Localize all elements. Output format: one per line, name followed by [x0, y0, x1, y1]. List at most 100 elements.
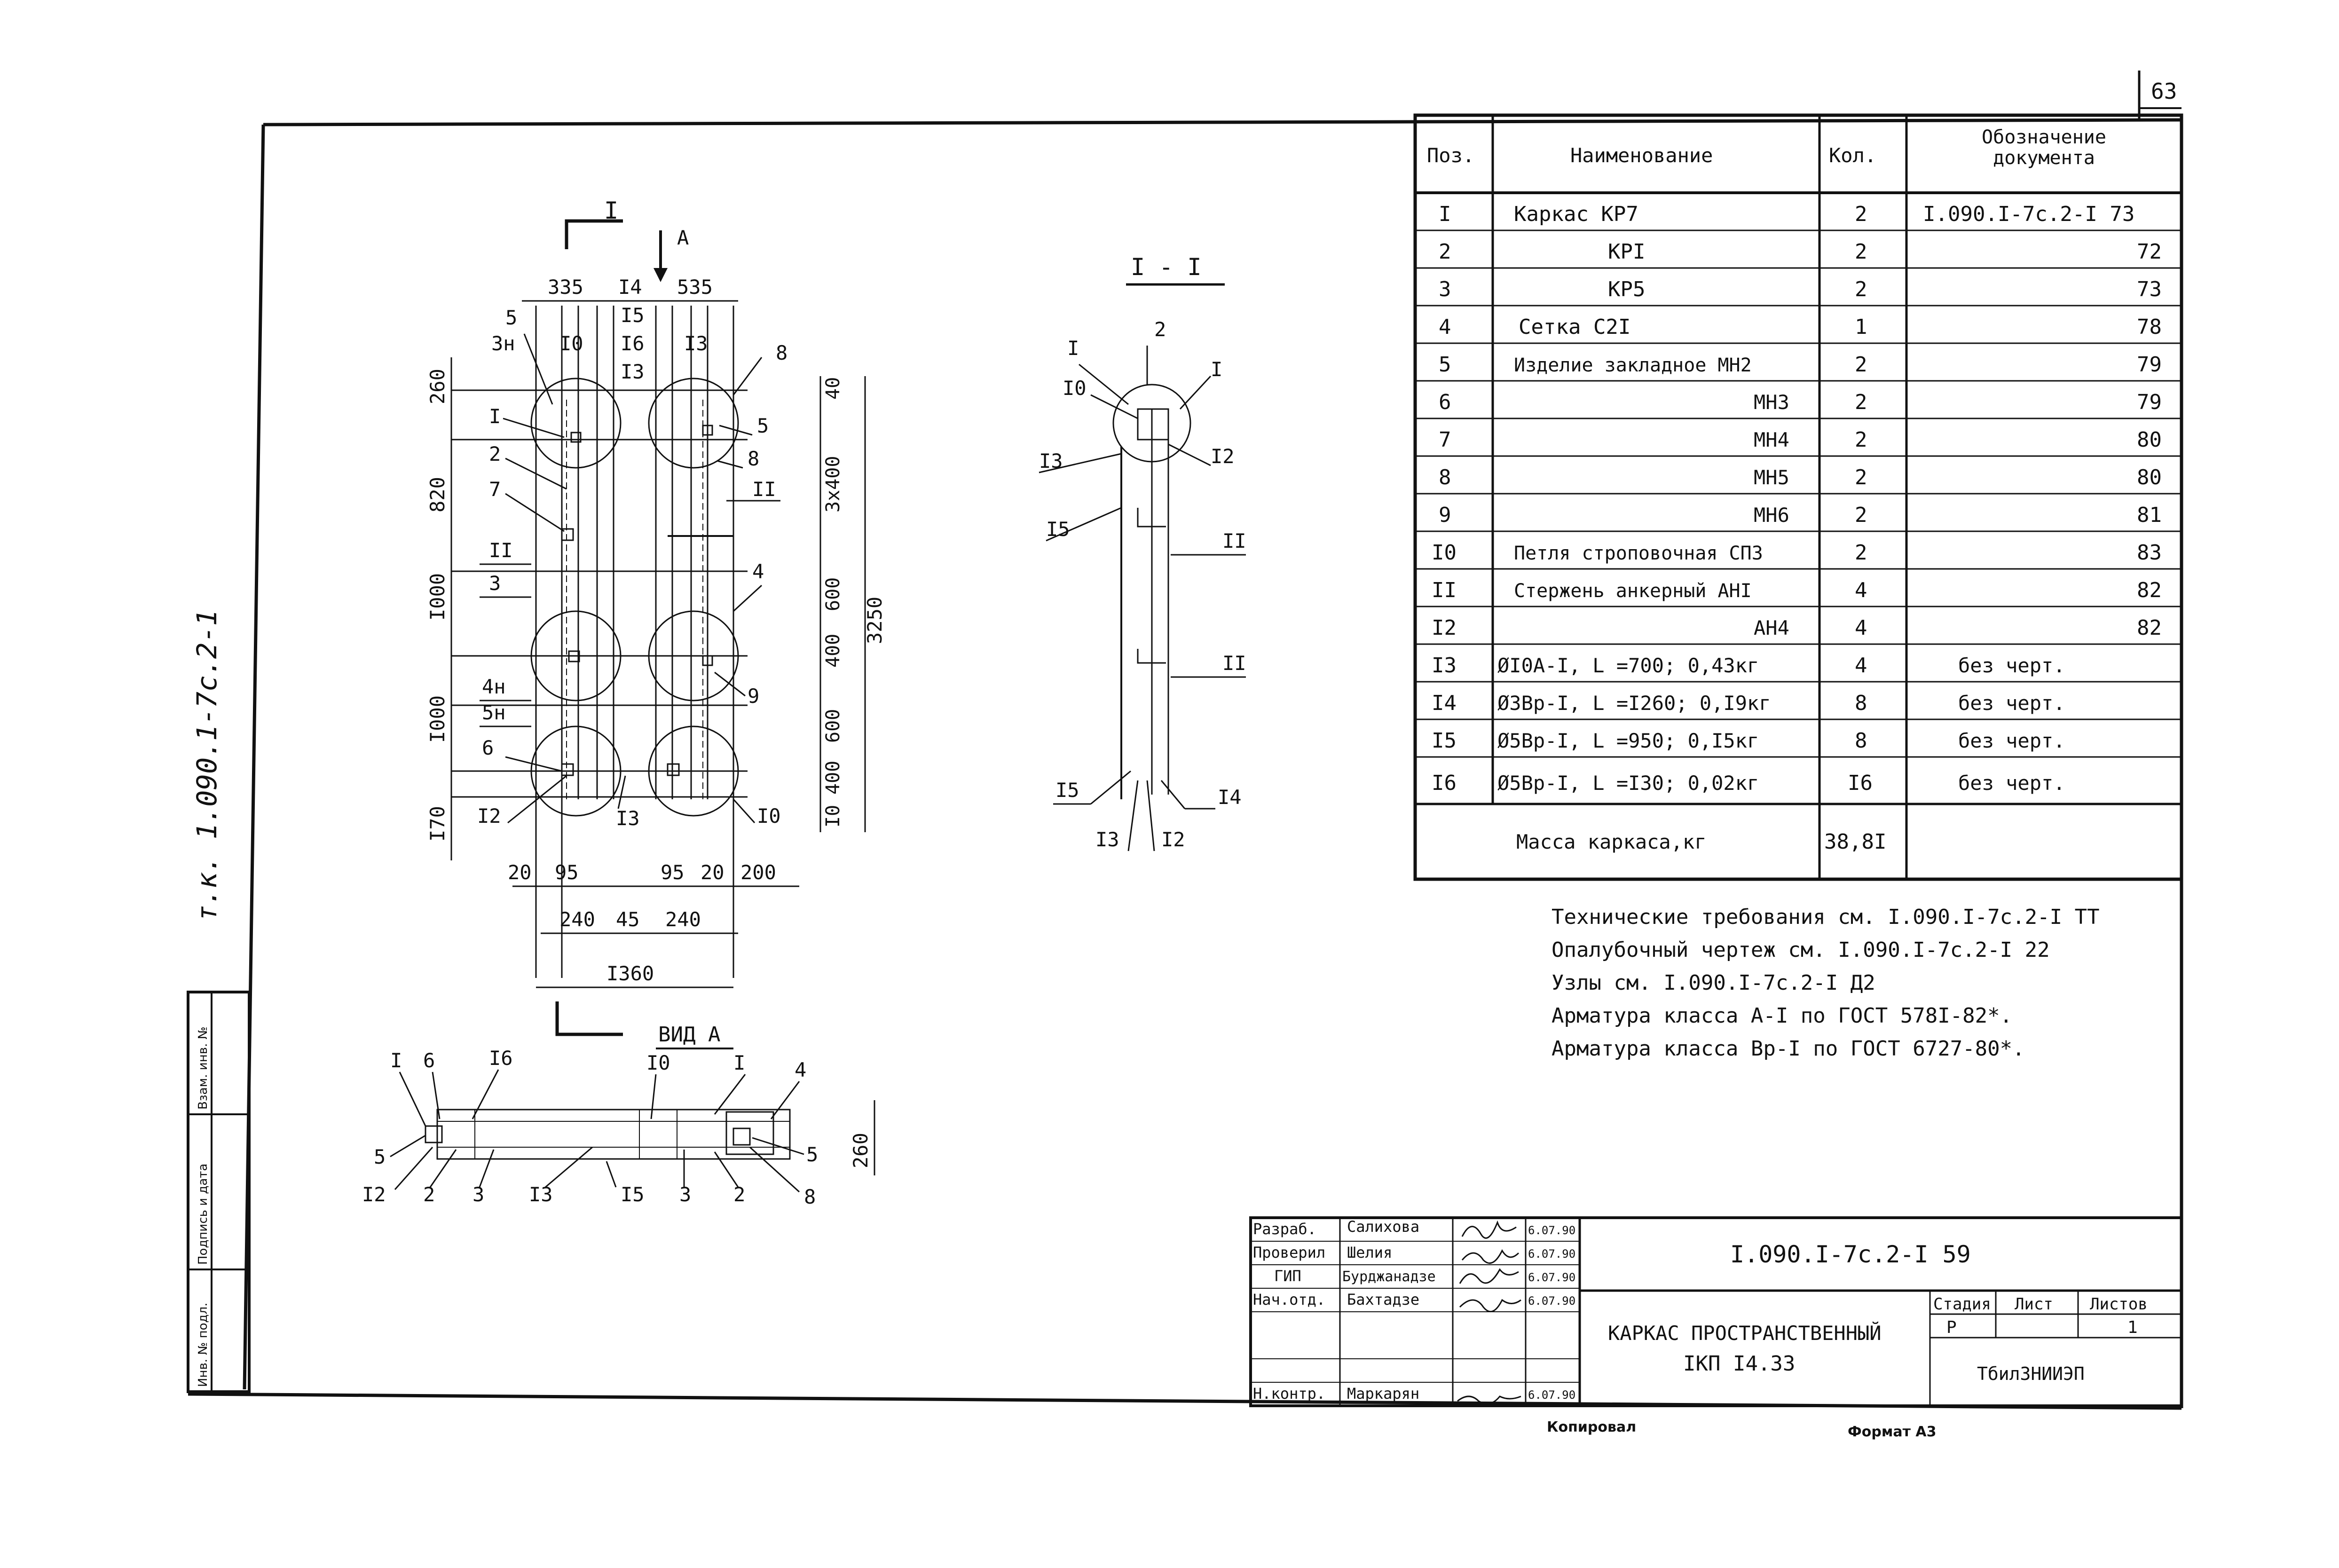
header-pos: Поз.	[1427, 144, 1474, 167]
note-line: Арматура класса А-I по ГОСТ 578I-82*.	[1551, 1004, 2012, 1028]
callout-label: 5н	[482, 701, 506, 724]
table-row-name: Ø3Вр-I, L =I260; 0,I9кг	[1497, 692, 1771, 715]
view-a-top-label: I	[390, 1049, 402, 1072]
table-row-pos: I	[1439, 202, 1451, 226]
table-row-name: МН4	[1754, 428, 1789, 451]
bottom-dim: 240	[559, 908, 595, 931]
table-row-qty: 2	[1855, 428, 1867, 452]
side-label-sign: Подпись и дата	[196, 1164, 210, 1265]
side-stamp-code: т.к. 1.090.1-7с.2-1	[191, 610, 223, 922]
table-row-doc: без черт.	[1958, 772, 2065, 795]
bottom-dim: 45	[616, 908, 640, 931]
callout-label: I	[489, 405, 501, 428]
callout-label: 2	[489, 442, 501, 465]
view-a-bottom-label: 2	[733, 1183, 745, 1206]
table-row-doc: 81	[2137, 503, 2162, 527]
mass-label: Масса каркаса,кг	[1516, 830, 1707, 853]
section-label: I	[1211, 358, 1222, 381]
left-dim: I000	[426, 695, 449, 743]
stage-header: Листов	[2090, 1295, 2148, 1314]
callout-label: I0	[559, 332, 583, 355]
stage-header: Лист	[2015, 1295, 2053, 1314]
table-row-name: МН5	[1754, 466, 1789, 489]
table-row-pos: I2	[1432, 616, 1457, 640]
table-row-name: Каркас КР7	[1514, 202, 1638, 226]
table-row-doc: 80	[2137, 465, 2162, 489]
right-dim: 3х400	[822, 456, 844, 512]
section-mark-top: I	[604, 197, 618, 224]
section-label: I2	[1211, 445, 1235, 468]
title-block: Разраб. Проверил ГИП Нач.отд. Н.контр. С…	[1249, 1216, 2183, 1407]
view-a-height: 260	[849, 1133, 872, 1168]
view-a-top-label: I6	[489, 1047, 513, 1070]
view-a-top-label: 6	[423, 1049, 435, 1072]
view-a-top-label: I0	[646, 1051, 670, 1074]
title-role: Н.контр.	[1253, 1385, 1325, 1403]
left-dim: I70	[426, 806, 449, 842]
callouts-right: I3 8 5 8 II 4 9 I0	[684, 332, 788, 827]
title-role: Разраб.	[1253, 1220, 1316, 1238]
table-row-pos: 2	[1439, 240, 1451, 264]
table-row-qty: 1	[1855, 315, 1867, 339]
callouts-left: 5 3н I0 I 2 7 II 3 4н 5н 6 I2 I3	[477, 306, 640, 830]
table-row-doc: 73	[2137, 277, 2162, 301]
view-a: ВИД А 260 I 6 I6 I0 I 4 5 I2 2 3 I3	[362, 1023, 875, 1208]
view-a-bottom-label: 3	[473, 1183, 484, 1206]
table-row-qty: 2	[1855, 240, 1867, 264]
view-a-bottom-label: 5	[374, 1145, 386, 1168]
table-row-name: МН6	[1754, 504, 1789, 527]
top-dim: I4	[618, 276, 642, 299]
title-date: 6.07.90	[1528, 1247, 1575, 1261]
table-row-name: Сетка С2I	[1519, 315, 1630, 339]
callout-label: I3	[684, 332, 708, 355]
table-row-doc: без черт.	[1958, 692, 2065, 715]
callout-label: II	[752, 478, 776, 501]
section-view: I - I 2 I I I0 I3 I2 I5 II II I5 I4 I3	[1039, 253, 1246, 851]
callout-label: I3	[616, 807, 640, 830]
note-line: Арматура класса Вр-I по ГОСТ 6727-80*.	[1551, 1037, 2025, 1061]
header-doc: Обозначение документа	[1982, 127, 2106, 169]
table-row-doc: 72	[2137, 240, 2162, 264]
callout-label: 5	[505, 306, 517, 329]
bottom-dim: 20	[508, 861, 532, 884]
title-name: Бурджанадзе	[1342, 1269, 1436, 1285]
view-a-title: ВИД А	[658, 1023, 720, 1047]
section-label: II	[1222, 652, 1246, 675]
table-row-qty: 8	[1855, 729, 1867, 753]
title-line-1: КАРКАС ПРОСТРАНСТВЕННЫЙ	[1608, 1321, 1882, 1345]
table-row-pos: 7	[1439, 428, 1451, 452]
view-a-top-label: I	[733, 1051, 745, 1074]
title-name: Салихова	[1347, 1218, 1419, 1236]
view-a-bottom-label: I3	[529, 1183, 553, 1206]
side-stamp: т.к. 1.090.1-7с.2-1 Инв. № подл. Подпись…	[187, 610, 251, 1393]
title-date: 6.07.90	[1528, 1388, 1575, 1402]
title-date: 6.07.90	[1528, 1294, 1575, 1308]
title-name: Шелия	[1347, 1244, 1392, 1261]
table-row-doc: I.090.I-7с.2-I 73	[1923, 202, 2134, 226]
arrow-a-label: А	[677, 226, 689, 249]
footer-format: Формат А3	[1848, 1424, 1937, 1440]
signature-marks	[1457, 1220, 1521, 1405]
section-label: I4	[1218, 786, 1242, 809]
side-label-replace: Взам. инв. №	[196, 1026, 210, 1110]
stage-value: Р	[1946, 1318, 1957, 1337]
spec-table: Поз. Наименование Кол. Обозначение докум…	[1413, 113, 2183, 881]
section-title: I - I	[1131, 253, 1202, 281]
header-qty: Кол.	[1829, 144, 1876, 167]
section-label: I5	[1055, 779, 1079, 802]
callout-label: 8	[776, 341, 788, 364]
table-row-name: Стержень анкерный АНI	[1514, 580, 1752, 602]
table-row-doc: 79	[2137, 390, 2162, 414]
table-row-pos: 3	[1439, 277, 1451, 301]
callout-label: 4	[752, 560, 764, 583]
table-row-name: АН4	[1754, 616, 1789, 639]
callout-label: I2	[477, 804, 501, 827]
table-row-pos: I0	[1432, 541, 1457, 565]
stage-header: Стадия	[1933, 1295, 1991, 1314]
section-label: 2	[1154, 318, 1166, 341]
section-label: I	[1067, 337, 1079, 360]
section-label: I3	[1039, 449, 1063, 473]
total-width: I360	[606, 962, 654, 985]
section-label: I0	[1063, 377, 1087, 400]
callout-label: I0	[757, 804, 781, 827]
